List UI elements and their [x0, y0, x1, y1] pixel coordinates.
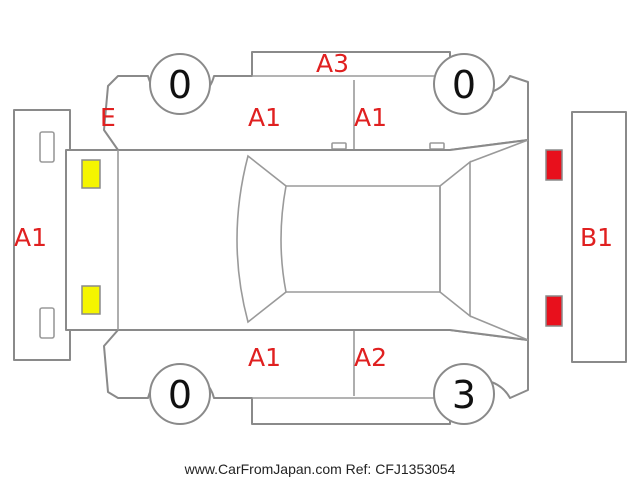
tire-rear-right: 3	[433, 363, 495, 425]
tire-front-left-value: 0	[168, 63, 192, 107]
front-bumper	[13, 109, 71, 361]
damage-left-rear-door: A1	[354, 103, 387, 132]
front-right-lamp	[81, 285, 101, 315]
damage-front-bumper: A1	[14, 223, 47, 252]
tire-front-left: 0	[149, 53, 211, 115]
rear-right-lamp	[545, 295, 563, 327]
damage-left-front-door: A1	[248, 103, 281, 132]
damage-right-rear-door: A2	[354, 343, 387, 372]
tire-front-right: 0	[149, 363, 211, 425]
damage-left-roof-rail: A3	[316, 49, 349, 78]
damage-left-front-fender: E	[100, 103, 116, 132]
reference-footer: www.CarFromJapan.com Ref: CFJ1353054	[184, 461, 456, 477]
front-left-lamp	[81, 159, 101, 189]
damage-right-front-door: A1	[248, 343, 281, 372]
windshield	[236, 154, 287, 324]
tire-front-right-value: 0	[168, 373, 192, 417]
damage-rear-bumper: B1	[580, 223, 613, 252]
tire-rear-right-value: 3	[452, 373, 476, 417]
tire-rear-left-value: 0	[452, 63, 476, 107]
tire-rear-left: 0	[433, 53, 495, 115]
car-body-top-view	[65, 139, 529, 341]
rear-bumper	[571, 111, 627, 363]
rear-left-lamp	[545, 149, 563, 181]
